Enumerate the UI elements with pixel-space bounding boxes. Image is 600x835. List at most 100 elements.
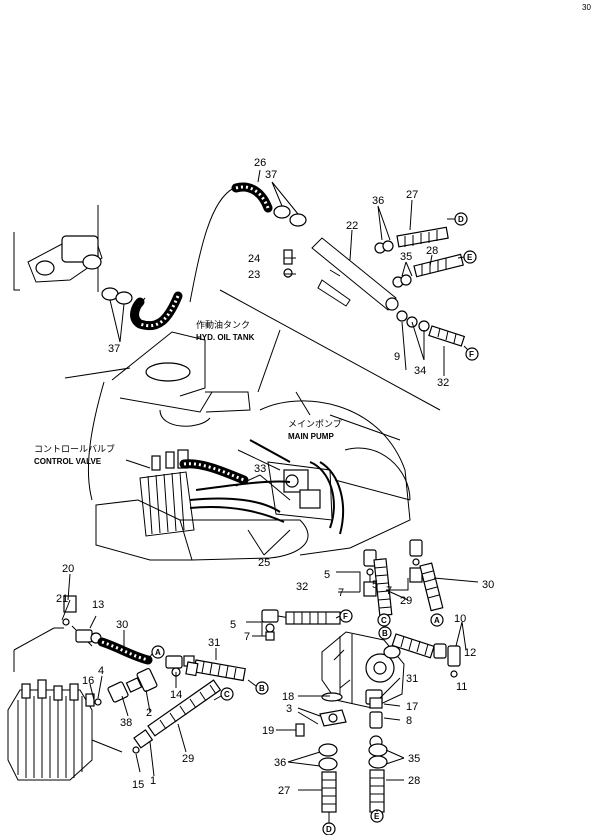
- pump-label-en: MAIN PUMP: [288, 432, 334, 441]
- part-18: 18: [282, 691, 294, 703]
- part-13: 13: [92, 599, 104, 611]
- part-3: 3: [286, 703, 292, 715]
- fitting-5-right: [409, 539, 423, 583]
- part-5-mid: 5: [324, 569, 330, 581]
- part-11: 11: [456, 681, 467, 693]
- machine-hoses: [179, 439, 344, 535]
- svg-text:F: F: [469, 350, 474, 359]
- bolt-24: [283, 249, 293, 278]
- svg-text:E: E: [467, 253, 473, 262]
- valve-label-jp: コントロールバルブ: [34, 443, 115, 455]
- tank-label-jp: 作動油タンク: [196, 319, 250, 331]
- svg-text:A: A: [155, 648, 161, 657]
- leader-lines: [61, 169, 479, 791]
- hose-28-bottom: [369, 769, 385, 813]
- fitting-5-mid: [363, 549, 377, 597]
- control-valve-in-machine: [139, 449, 195, 537]
- part-8: 8: [406, 715, 412, 727]
- suction-hose: [130, 291, 183, 331]
- part-2: 2: [146, 707, 152, 719]
- adapter-14: [165, 655, 195, 677]
- valve-label-en: CONTROL VALVE: [34, 457, 102, 466]
- part-28-top: 28: [426, 245, 438, 257]
- part-5-left: 5: [230, 619, 236, 631]
- tag-A1: A: [430, 613, 444, 627]
- elbow-17-8: [369, 697, 383, 749]
- hose-32-mid: [285, 611, 341, 625]
- part-21: 21: [56, 593, 68, 605]
- part-15: 15: [132, 779, 144, 791]
- part-14: 14: [170, 689, 182, 701]
- clamp-35: [368, 743, 388, 769]
- svg-text:A: A: [434, 616, 440, 625]
- svg-text:C: C: [381, 616, 387, 625]
- fitting-10-12: [447, 645, 461, 678]
- part-26: 26: [254, 157, 266, 169]
- part-27-bottom: 27: [278, 785, 290, 797]
- part-29-mid: 29: [400, 595, 412, 607]
- tag-C2: C: [220, 687, 234, 701]
- part-9: 9: [394, 351, 400, 363]
- hose-28-top: [392, 253, 464, 288]
- part-27-top: 27: [406, 189, 418, 201]
- part-30-left: 30: [116, 619, 128, 631]
- flange-3: [295, 709, 347, 737]
- hose-27-bottom: [321, 771, 337, 813]
- tag-D2: D: [322, 822, 336, 835]
- pump-label-jp: メインポンプ: [288, 419, 342, 430]
- part-30-right: 30: [482, 579, 494, 591]
- connection-tags: D E F F C A B A B C D E: [147, 212, 479, 835]
- part-22: 22: [346, 220, 358, 232]
- tag-B1: B: [378, 626, 392, 640]
- tag-F1: F: [465, 347, 479, 361]
- tag-A2: A: [151, 645, 165, 659]
- hose-29-left: [132, 679, 222, 754]
- part-17: 17: [406, 701, 418, 713]
- hose-27-top: [374, 226, 449, 254]
- part-number-labels: 26 37 36 27 22 24 23 28 35 9 34 32 37 33…: [56, 157, 494, 797]
- hose-31-left: [185, 659, 246, 682]
- fitting-5-left: [261, 609, 291, 641]
- svg-text:B: B: [259, 684, 265, 693]
- control-valve-detail: [7, 627, 123, 781]
- part-35-bottom: 35: [408, 753, 420, 765]
- part-7-left: 7: [244, 631, 250, 643]
- plate-18: [321, 692, 343, 702]
- part-5-right: 5: [372, 579, 378, 591]
- svg-text:D: D: [458, 215, 464, 224]
- svg-text:D: D: [326, 825, 332, 834]
- tag-C1: C: [377, 613, 391, 627]
- part-33: 33: [254, 463, 266, 475]
- part-29-left: 29: [182, 753, 194, 765]
- suction-hose-top: [231, 182, 307, 227]
- part-19: 19: [262, 725, 274, 737]
- part-32-mid: 32: [296, 581, 308, 593]
- svg-text:F: F: [343, 612, 348, 621]
- part-20: 20: [62, 563, 74, 575]
- hose-31-mid: [391, 633, 447, 659]
- part-38: 38: [120, 717, 132, 729]
- clamp-36: [318, 743, 338, 771]
- filter-housing-assembly: [13, 205, 133, 305]
- tag-D1: D: [454, 212, 468, 226]
- part-24: 24: [248, 253, 260, 265]
- part-37-left: 37: [108, 343, 120, 355]
- svg-text:C: C: [224, 690, 230, 699]
- svg-text:B: B: [382, 629, 388, 638]
- part-36-bottom: 36: [274, 757, 286, 769]
- part-32-top: 32: [437, 377, 449, 389]
- suction-pipe: [311, 237, 399, 311]
- svg-text:E: E: [374, 812, 380, 821]
- part-4: 4: [98, 665, 104, 677]
- tank-label-en: HYD. OIL TANK: [196, 333, 255, 342]
- part-23: 23: [248, 269, 260, 281]
- part-10: 10: [454, 613, 466, 625]
- hose-30-mid: [419, 562, 444, 612]
- part-16: 16: [82, 675, 94, 687]
- tag-B2: B: [255, 681, 269, 695]
- tag-F2: F: [339, 609, 353, 623]
- tag-E1: E: [463, 250, 477, 264]
- corner-mark: 30: [582, 3, 591, 12]
- part-7-right: 7: [386, 585, 392, 597]
